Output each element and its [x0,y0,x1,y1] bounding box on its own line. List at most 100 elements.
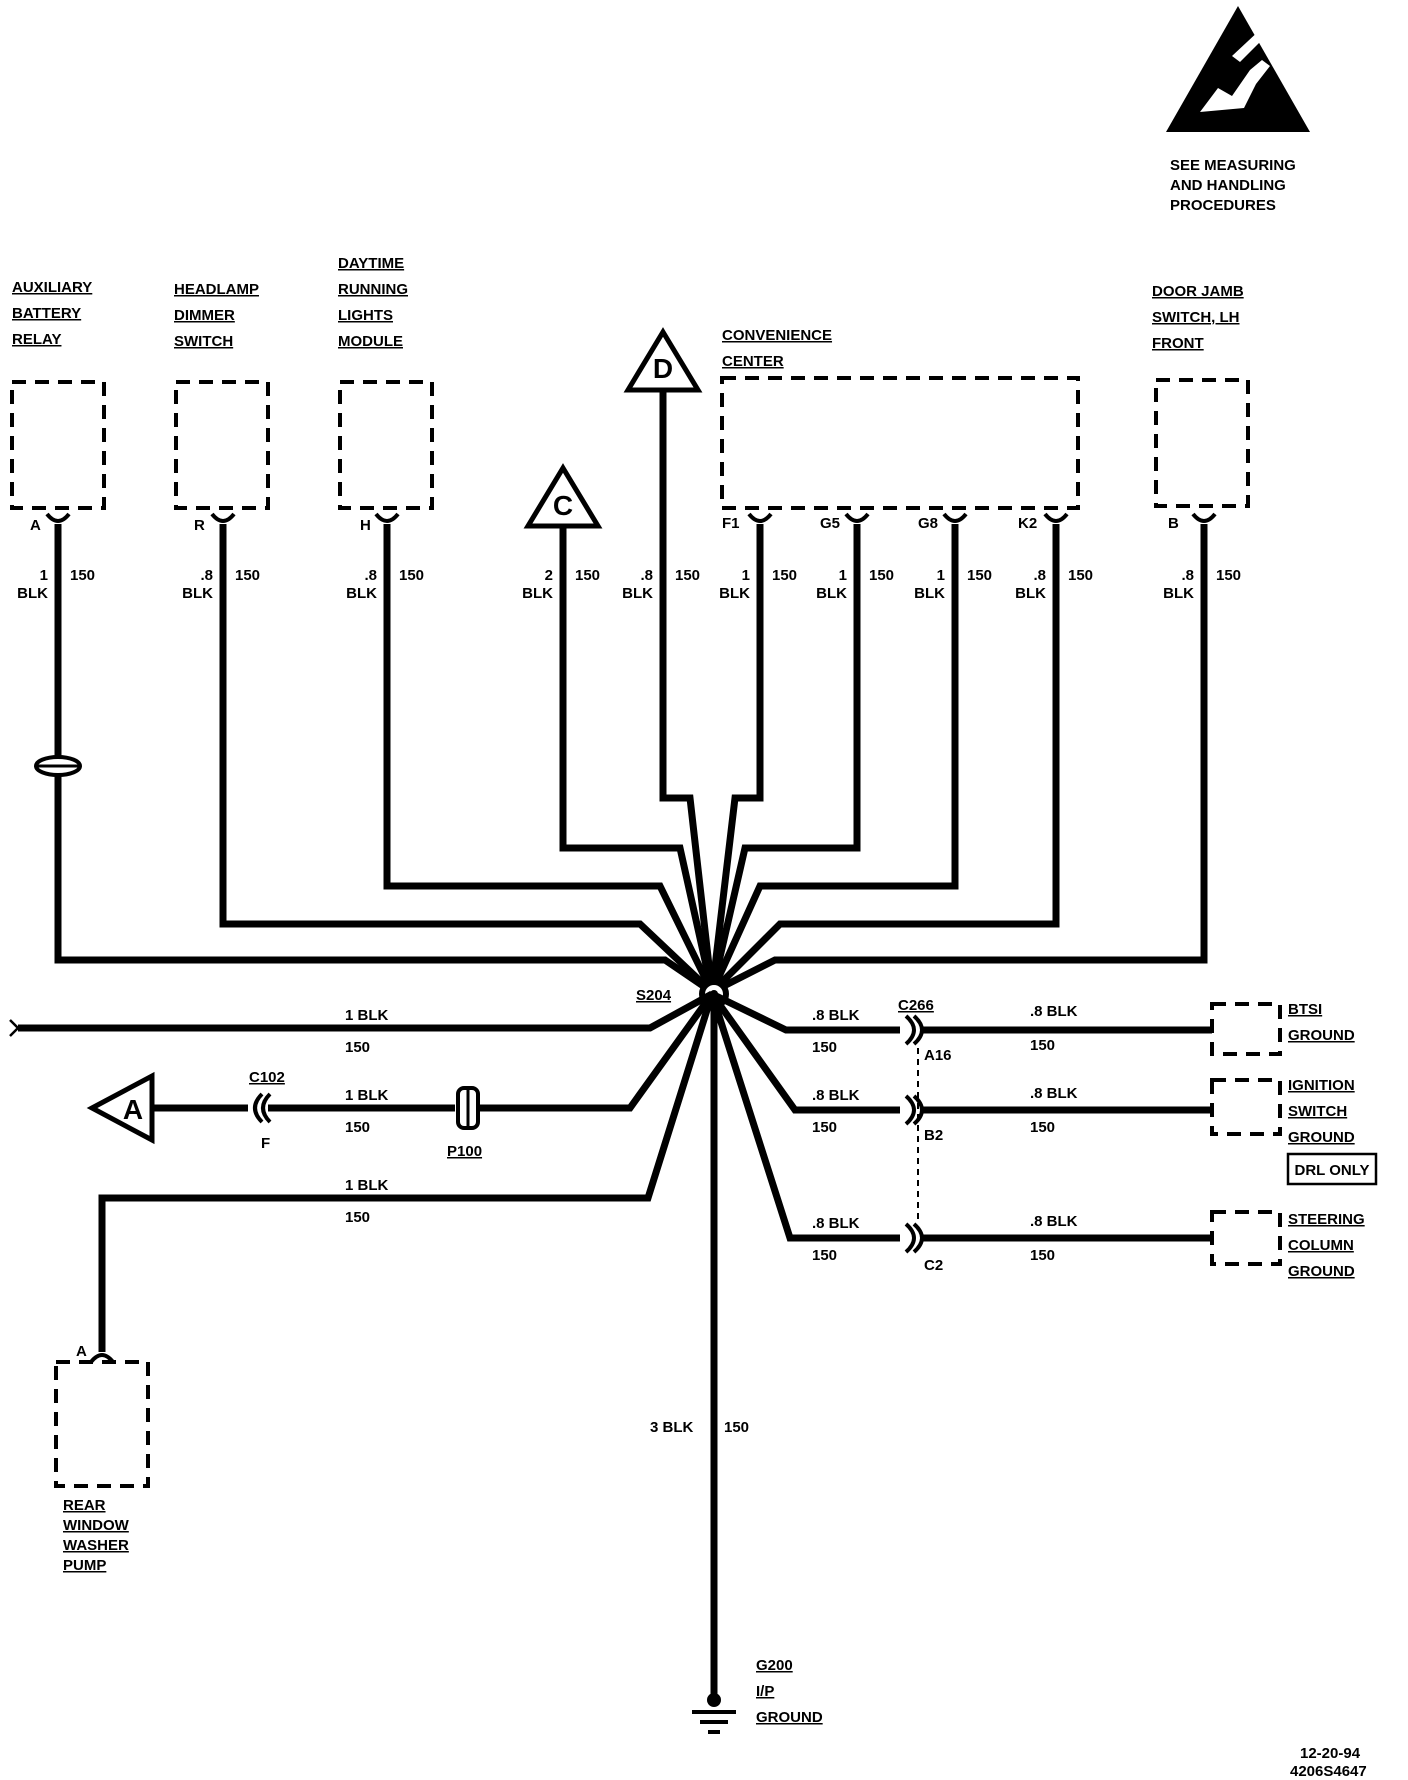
svg-text:GROUND: GROUND [756,1709,823,1726]
footer-code: 4206S4647 [1290,1763,1367,1780]
wire-top-circuit: 150 [235,567,260,584]
wire-left-3-label: 1 BLK [345,1177,389,1194]
c266-pin-b2: B2 [924,1127,943,1144]
ignition-switch-ground-box [1210,1078,1282,1136]
pin-conv-g5: G5 [820,515,840,532]
wire-top-circuit: 150 [772,567,797,584]
svg-text:LIGHTS: LIGHTS [338,307,393,324]
svg-text:CONVENIENCE: CONVENIENCE [722,327,832,344]
wire-top-color: BLK [1015,585,1046,602]
pin-conv-g8: G8 [918,515,938,532]
offpage-connector-a: A [86,1071,155,1145]
wire-top-color: BLK [1163,585,1194,602]
drl-module-box [338,380,434,510]
wire-top-size: .8 [1181,567,1194,584]
pin-headlamp: R [194,517,205,534]
svg-text:STEERING: STEERING [1288,1211,1365,1228]
wire-top-circuit: 150 [1068,567,1093,584]
svg-text:GROUND: GROUND [1288,1129,1355,1146]
aux-battery-relay-box [10,380,106,510]
svg-text:D: D [653,353,673,384]
wire-top-circuit: 150 [399,567,424,584]
wire-top-circuit: 150 [1216,567,1241,584]
svg-text:GROUND: GROUND [1288,1027,1355,1044]
btsi-ground-box [1210,1002,1282,1056]
wire-right-a-circuit: 150 [812,1039,837,1056]
wire-top-circuit: 150 [575,567,600,584]
drl-module-label: DAYTIME RUNNING LIGHTS MODULE [338,255,408,350]
wire-right-b [709,991,1212,1114]
drl-only-label: DRL ONLY [1294,1162,1369,1179]
inline-connector-aux [34,755,82,777]
ignition-switch-ground-label: IGNITION SWITCH GROUND [1288,1077,1355,1146]
svg-text:AUXILIARY: AUXILIARY [12,279,92,296]
p100-connector [456,1086,480,1130]
wire-top-circuit: 150 [967,567,992,584]
wire-top-size: 1 [839,567,847,584]
wire-top-size: 1 [40,567,48,584]
rear-washer-pump-label: REAR WINDOW WASHER PUMP [63,1497,130,1574]
svg-text:I/P: I/P [756,1683,774,1700]
wire-left-1-circuit: 150 [345,1039,370,1056]
esd-note-line-2: AND HANDLING [1170,177,1286,194]
wire-right-a-label: .8 BLK [812,1007,860,1024]
wire-left-1-arrow [9,1019,19,1037]
wire-top-size: .8 [640,567,653,584]
svg-text:DAYTIME: DAYTIME [338,255,404,272]
wire-right-a [710,990,1212,1034]
svg-text:HEADLAMP: HEADLAMP [174,281,259,298]
wire-right-c2-circuit: 150 [1030,1247,1055,1264]
svg-text:A: A [123,1094,143,1125]
wire-right-a2-circuit: 150 [1030,1037,1055,1054]
splice-label: S204 [636,987,672,1004]
footer-date: 12-20-94 [1300,1745,1361,1762]
wire-left-3-circuit: 150 [345,1209,370,1226]
pin-drl: H [360,517,371,534]
c266-connector [904,1014,924,1254]
wire-right-c [708,992,1212,1242]
wire-top-size: 1 [742,567,750,584]
c102-label: C102 [249,1069,285,1086]
drl-only-box [1286,1152,1378,1186]
svg-text:WASHER: WASHER [63,1537,129,1554]
svg-text:G200: G200 [756,1657,793,1674]
ground-symbol-icon [692,1693,736,1734]
svg-text:RELAY: RELAY [12,331,61,348]
p100-label: P100 [447,1143,482,1160]
pin-conv-k2: K2 [1018,515,1037,532]
g200-label: G200 I/P GROUND [756,1657,823,1726]
svg-text:DOOR JAMB: DOOR JAMB [1152,283,1244,300]
svg-text:SWITCH: SWITCH [1288,1103,1347,1120]
c102-pin: F [261,1135,270,1152]
wire-top-size: .8 [1033,567,1046,584]
pin-aux: A [30,517,41,534]
wire-right-c2-label: .8 BLK [1030,1213,1078,1230]
c102-connector [253,1092,264,1124]
wire-left-3 [98,992,716,1352]
svg-text:CENTER: CENTER [722,353,784,370]
rear-washer-pump-box [54,1360,150,1488]
svg-text:WINDOW: WINDOW [63,1517,130,1534]
wire-top-color: BLK [346,585,377,602]
door-jamb-switch-label: DOOR JAMB SWITCH, LH FRONT [1152,283,1244,352]
wire-left-1-label: 1 BLK [345,1007,389,1024]
svg-text:SWITCH: SWITCH [174,333,233,350]
aux-battery-relay-label: AUXILIARY BATTERY RELAY [12,279,92,348]
wire-top-size: .8 [364,567,377,584]
c266-pin-a16: A16 [924,1047,952,1064]
wire-top-size: .8 [200,567,213,584]
door-jamb-switch-box [1154,378,1250,508]
wire-right-c-label: .8 BLK [812,1215,860,1232]
esd-warning-icon [1166,6,1310,132]
wire-top-color: BLK [522,585,553,602]
convenience-center-box [720,376,1080,510]
wire-top-color: BLK [622,585,653,602]
offpage-connector-d: D [623,327,703,393]
steering-column-ground-label: STEERING COLUMN GROUND [1288,1211,1365,1280]
svg-text:DIMMER: DIMMER [174,307,235,324]
svg-text:COLUMN: COLUMN [1288,1237,1354,1254]
wire-right-b2-label: .8 BLK [1030,1085,1078,1102]
wire-right-b-label: .8 BLK [812,1087,860,1104]
